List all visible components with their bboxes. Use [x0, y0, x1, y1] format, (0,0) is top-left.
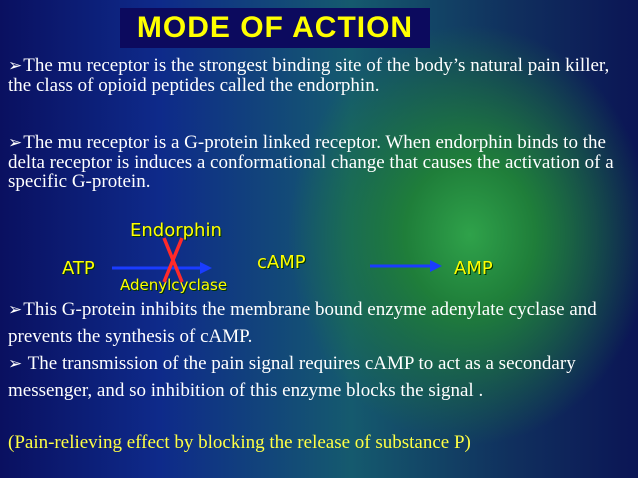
amp-label: AMP	[454, 258, 493, 279]
bullet-paragraph-4: ➢ The transmission of the pain signal re…	[8, 350, 633, 404]
footer-note: (Pain-relieving effect by blocking the r…	[8, 432, 471, 453]
atp-to-camp-arrow-icon	[112, 262, 212, 274]
bullet-arrow-icon: ➢	[8, 300, 23, 319]
inhibition-cross-icon	[162, 237, 184, 283]
atp-label: ATP	[62, 258, 95, 279]
bullet-paragraph-2: ➢The mu receptor is a G-protein linked r…	[8, 133, 633, 192]
adenylcyclase-label: Adenylcyclase	[120, 276, 228, 294]
bullet-arrow-icon: ➢	[8, 354, 23, 373]
bullet-arrow-icon: ➢	[8, 133, 23, 152]
bullet-text-1: The mu receptor is the strongest binding…	[8, 55, 610, 96]
bullet-arrow-icon: ➢	[8, 56, 23, 75]
bullet-text-2: The mu receptor is a G-protein linked re…	[8, 132, 614, 192]
camp-label: cAMP	[257, 252, 306, 273]
slide-title: MODE OF ACTION	[120, 8, 430, 48]
bullet-text-4: The transmission of the pain signal requ…	[8, 353, 576, 401]
bullet-paragraph-3: ➢This G-protein inhibits the membrane bo…	[8, 296, 633, 350]
endorphin-label: Endorphin	[130, 220, 222, 241]
bullet-text-3: This G-protein inhibits the membrane bou…	[8, 299, 597, 347]
camp-to-amp-arrow-icon	[370, 260, 442, 272]
bullet-paragraph-1: ➢The mu receptor is the strongest bindin…	[8, 56, 633, 95]
